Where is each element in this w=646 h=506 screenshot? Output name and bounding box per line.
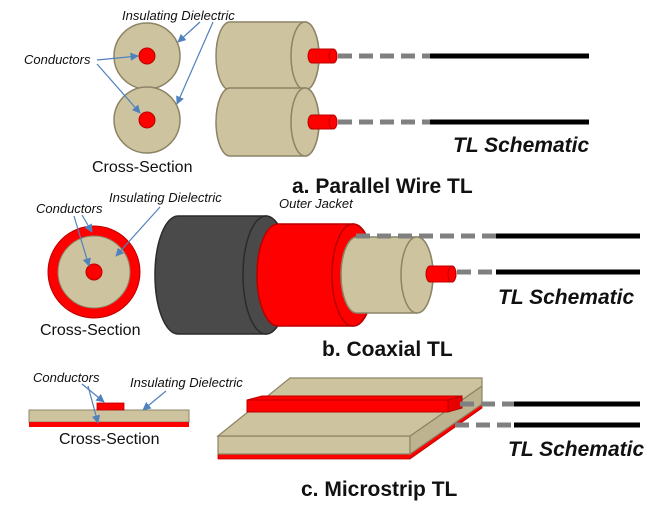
arrow-dielectric-bottom bbox=[176, 21, 214, 105]
coax-arrows bbox=[73, 206, 161, 267]
arrow-conductor-top bbox=[96, 52, 139, 61]
parallel-wire-section: Insulating Dielectric Conductors Cross-S… bbox=[24, 8, 589, 198]
coax-cable bbox=[154, 215, 457, 335]
top-wire-face bbox=[328, 48, 338, 64]
arrow-dielectric-top bbox=[177, 21, 201, 43]
microstrip-arrows bbox=[81, 383, 167, 424]
microstrip-xs-substrate bbox=[28, 409, 190, 423]
coax-schematic-lines bbox=[356, 233, 640, 275]
ms-conductors-label: Conductors bbox=[33, 370, 100, 385]
coax-schematic-label: TL Schematic bbox=[498, 286, 634, 309]
coax-center-face bbox=[447, 265, 457, 283]
microstrip-schematic-lines bbox=[455, 401, 640, 428]
parallel-schematic-lines bbox=[338, 53, 589, 125]
coax-conductors-label: Conductors bbox=[36, 201, 103, 216]
bottom-conductor-dot bbox=[138, 111, 156, 129]
coax-inner-conductor-dot bbox=[85, 263, 103, 281]
parallel-title: a. Parallel Wire TL bbox=[292, 175, 473, 198]
microstrip-strip-end bbox=[447, 395, 463, 413]
ms-title: c. Microstrip TL bbox=[301, 478, 458, 501]
arrow-coax-conductor-outer bbox=[81, 214, 93, 233]
arrow-coax-dielectric bbox=[115, 206, 161, 257]
parallel-cross-section bbox=[113, 22, 181, 154]
microstrip-xs-strip bbox=[96, 402, 125, 411]
arrow-ms-dielectric bbox=[142, 390, 167, 411]
coaxial-section: Insulating Dielectric Conductors Outer J… bbox=[36, 190, 640, 361]
parallel-cross-section-label: Cross-Section bbox=[92, 159, 192, 176]
ms-dielectric-label: Insulating Dielectric bbox=[130, 375, 243, 390]
coax-jacket-label: Outer Jacket bbox=[279, 196, 354, 211]
parallel-wire-cylinders bbox=[215, 21, 338, 157]
coax-title: b. Coaxial TL bbox=[322, 338, 453, 361]
microstrip-board bbox=[216, 377, 483, 460]
microstrip-section: Conductors Insulating Dielectric Cross-S… bbox=[28, 370, 644, 501]
parallel-dielectric-label: Insulating Dielectric bbox=[122, 8, 235, 23]
arrow-conductor-bottom bbox=[96, 63, 141, 114]
microstrip-substrate-side bbox=[217, 435, 411, 455]
microstrip-strip-front bbox=[246, 399, 449, 413]
ms-cross-section-label: Cross-Section bbox=[59, 431, 159, 448]
ms-schematic-label: TL Schematic bbox=[508, 438, 644, 461]
coax-cross-section-label: Cross-Section bbox=[40, 322, 140, 339]
microstrip-xs-ground bbox=[29, 422, 189, 427]
arrow-ms-conductor-ground bbox=[87, 385, 101, 424]
bottom-wire-face bbox=[328, 114, 338, 130]
top-conductor-dot bbox=[138, 47, 156, 65]
arrow-coax-conductor-inner bbox=[73, 215, 91, 267]
coax-dielectric-label: Insulating Dielectric bbox=[109, 190, 222, 205]
parallel-conductors-label: Conductors bbox=[24, 52, 91, 67]
microstrip-strip-top bbox=[246, 395, 463, 401]
coax-cross-section bbox=[47, 225, 141, 319]
parallel-schematic-label: TL Schematic bbox=[453, 134, 589, 157]
arrow-ms-conductor-strip bbox=[81, 383, 105, 403]
parallel-arrows bbox=[96, 21, 214, 114]
microstrip-cross-section bbox=[28, 402, 190, 427]
